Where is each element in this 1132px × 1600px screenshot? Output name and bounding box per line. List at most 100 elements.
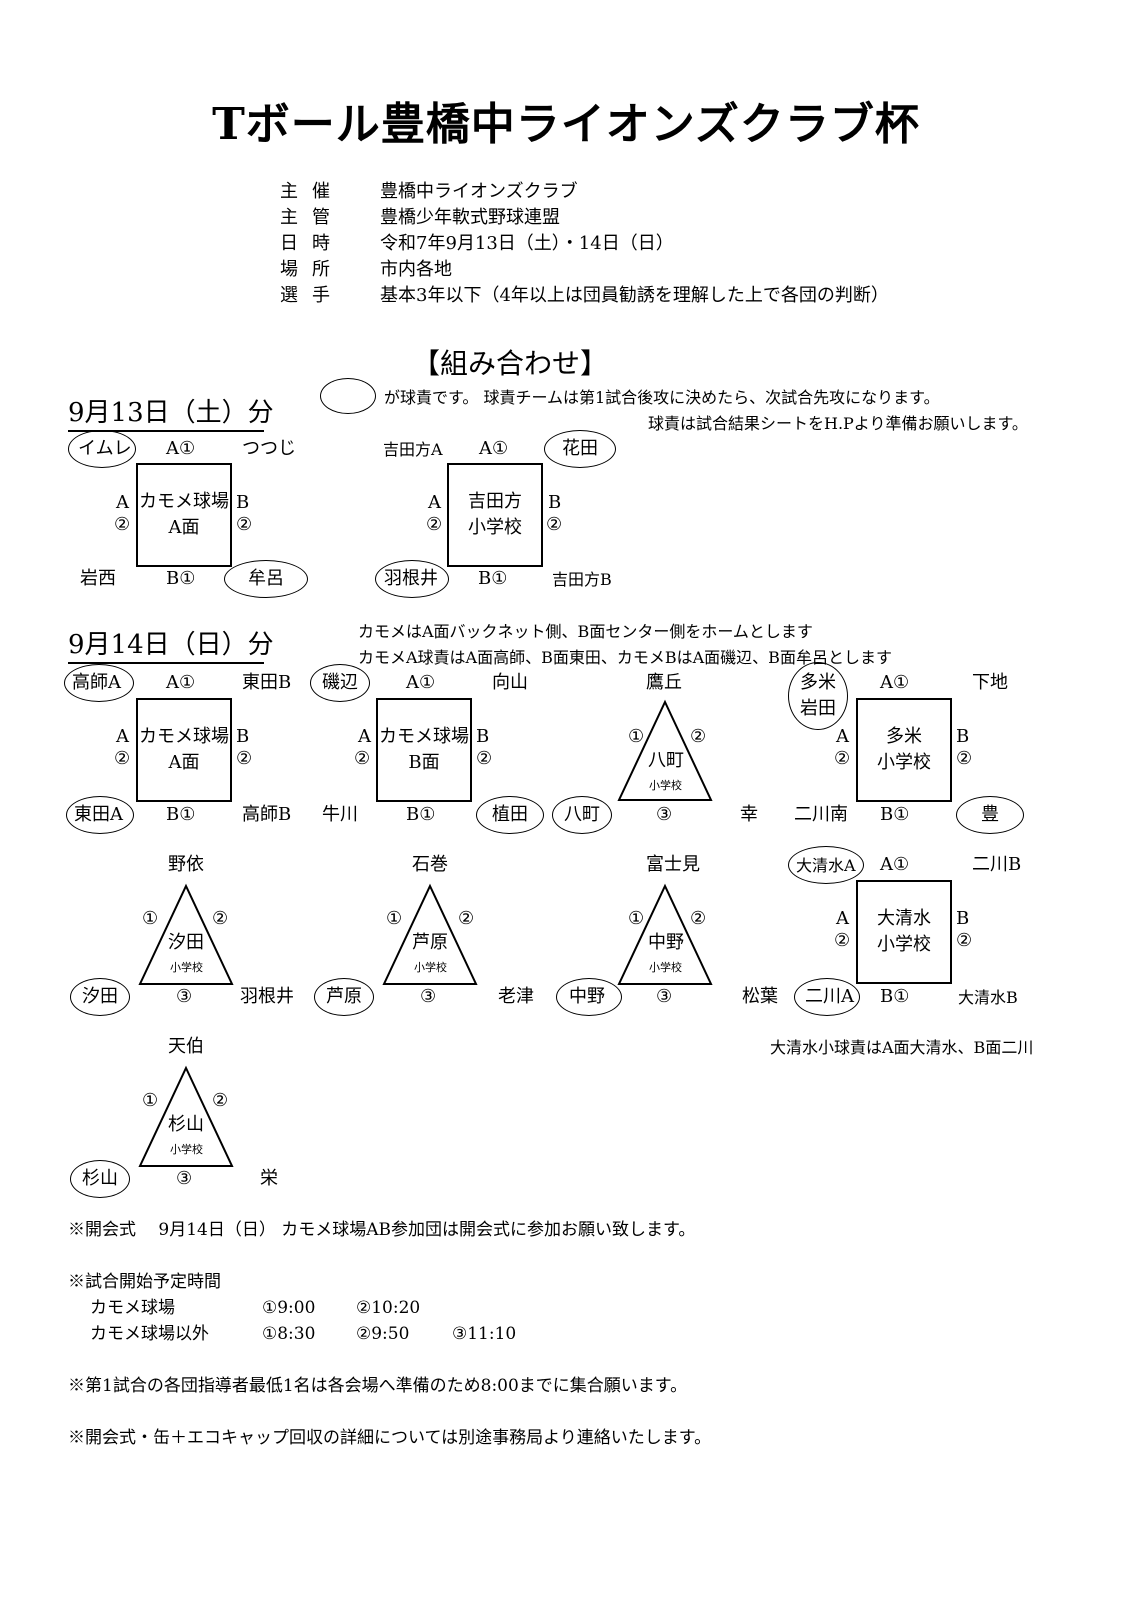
- info-value-organizer: 豊橋少年軟式野球連盟: [380, 207, 560, 228]
- ball-duty-ellipse: [476, 796, 544, 834]
- side-label: A: [116, 726, 129, 747]
- footer-note-1: ※第1試合の各団指導者最低1名は各会場へ準備のため8:00までに集合願います。: [68, 1376, 688, 1396]
- venue-name-sub: 小学校: [170, 1143, 203, 1156]
- side-label: B: [236, 492, 250, 513]
- day2-underline: [68, 662, 264, 664]
- side-number: ②: [114, 748, 131, 769]
- team-label: 岩田: [800, 698, 836, 719]
- venue-name: 八町: [648, 750, 684, 771]
- side-number: ②: [426, 514, 443, 535]
- position-label: A①: [479, 438, 509, 459]
- venue-name: カモメ球場: [379, 726, 469, 747]
- team-label: 二川南: [794, 804, 848, 825]
- team-label: 石巻: [412, 854, 448, 875]
- day2-label: 9月14日（日）分: [68, 630, 274, 660]
- team-label: 多米: [800, 672, 836, 693]
- seed-number: ②: [212, 1090, 229, 1111]
- team-label: 中野: [569, 986, 605, 1007]
- venue-triangle: [138, 883, 234, 985]
- position-label: B①: [880, 986, 910, 1007]
- team-label: 汐田: [82, 986, 118, 1007]
- position-label: A①: [880, 672, 910, 693]
- ball-duty-ellipse: [544, 430, 616, 468]
- position-label: A①: [166, 672, 196, 693]
- team-label: つつじ: [242, 438, 296, 459]
- side-label: A: [836, 908, 849, 929]
- team-label: 植田: [492, 804, 528, 825]
- seed-number: ①: [142, 908, 159, 929]
- team-label: 牟呂: [248, 568, 284, 589]
- schedule-row-label: カモメ球場以外: [90, 1324, 209, 1344]
- team-label: 牛川: [322, 804, 358, 825]
- section-heading: 【組み合わせ】: [412, 347, 609, 380]
- venue-box: カモメ球場 B面: [376, 698, 472, 802]
- legend-text-2: 球責は試合結果シートをH.Pより準備お願いします。: [648, 414, 1028, 433]
- position-label: B①: [166, 804, 196, 825]
- ball-duty-ellipse: [224, 560, 308, 598]
- team-label: 大清水B: [958, 988, 1018, 1007]
- venue-name-sub: 小学校: [877, 752, 931, 773]
- side-label: A: [358, 726, 371, 747]
- seed-number: ③: [656, 804, 673, 825]
- team-label: 高師A: [72, 672, 121, 693]
- team-label: 富士見: [646, 854, 700, 875]
- seed-number: ③: [176, 986, 193, 1007]
- team-label: 芦原: [326, 986, 362, 1007]
- team-label: 野依: [168, 854, 204, 875]
- team-label: 羽根井: [240, 986, 294, 1007]
- ball-duty-ellipse: [70, 1160, 130, 1198]
- venue-name-sub: 小学校: [170, 961, 203, 974]
- team-label: 下地: [972, 672, 1008, 693]
- schedule-time: ①9:00: [262, 1298, 316, 1318]
- info-value-players: 基本3年以下（4年以上は団員勧誘を理解した上で各団の判断）: [380, 285, 889, 306]
- seed-number: ②: [458, 908, 475, 929]
- ball-duty-ellipse: [68, 430, 136, 468]
- footer-note-2: ※開会式・缶＋エコキャップ回収の詳細については別途事務局より連絡いたします。: [68, 1428, 712, 1448]
- venue-name: カモメ球場: [139, 491, 229, 512]
- venue-name: 芦原: [412, 932, 448, 953]
- team-label: 鷹丘: [646, 672, 682, 693]
- team-label: 磯辺: [322, 672, 358, 693]
- venue-name: 多米: [886, 726, 922, 747]
- side-label: A: [428, 492, 441, 513]
- venue-name: 中野: [648, 932, 684, 953]
- ball-duty-ellipse: [64, 664, 134, 702]
- seed-number: ①: [628, 726, 645, 747]
- info-key-host: 主催: [280, 181, 344, 202]
- side-number: ②: [354, 748, 371, 769]
- footer-schedule-title: ※試合開始予定時間: [68, 1272, 221, 1292]
- team-label: 吉田方A: [383, 440, 443, 459]
- ball-duty-ellipse: [70, 978, 130, 1016]
- seed-number: ①: [386, 908, 403, 929]
- team-label: 花田: [562, 438, 598, 459]
- schedule-time: ②9:50: [356, 1324, 410, 1344]
- team-label: 二川A: [805, 986, 854, 1007]
- venue-name-sub: 小学校: [649, 779, 682, 792]
- team-label: 高師B: [242, 804, 292, 825]
- seed-number: ②: [212, 908, 229, 929]
- seed-number: ①: [142, 1090, 159, 1111]
- team-label: 八町: [564, 804, 600, 825]
- side-number: ②: [236, 514, 253, 535]
- venue-box: カモメ球場 A面: [136, 698, 232, 802]
- ball-duty-ellipse: [794, 978, 860, 1016]
- venue-name: 大清水: [877, 908, 931, 929]
- ball-duty-ellipse: [314, 978, 374, 1016]
- day2-note-1: カモメはA面バックネット側、B面センター側をホームとします: [358, 622, 813, 641]
- venue-box: 吉田方 小学校: [447, 463, 543, 567]
- side-label: B: [476, 726, 490, 747]
- schedule-row-label: カモメ球場: [90, 1298, 175, 1318]
- info-key-players: 選手: [280, 285, 344, 306]
- venue-name: 杉山: [168, 1114, 204, 1135]
- venue-triangle: [382, 883, 478, 985]
- ball-duty-ellipse: [66, 796, 134, 834]
- team-label: 松葉: [742, 986, 778, 1007]
- team-label: イムレ: [78, 438, 132, 459]
- day1-underline: [68, 430, 264, 432]
- position-label: A①: [880, 854, 910, 875]
- schedule-time: ③11:10: [452, 1324, 517, 1344]
- position-label: B①: [406, 804, 436, 825]
- ball-duty-ellipse: [788, 662, 848, 730]
- position-label: B①: [478, 568, 508, 589]
- side-number: ②: [956, 930, 973, 951]
